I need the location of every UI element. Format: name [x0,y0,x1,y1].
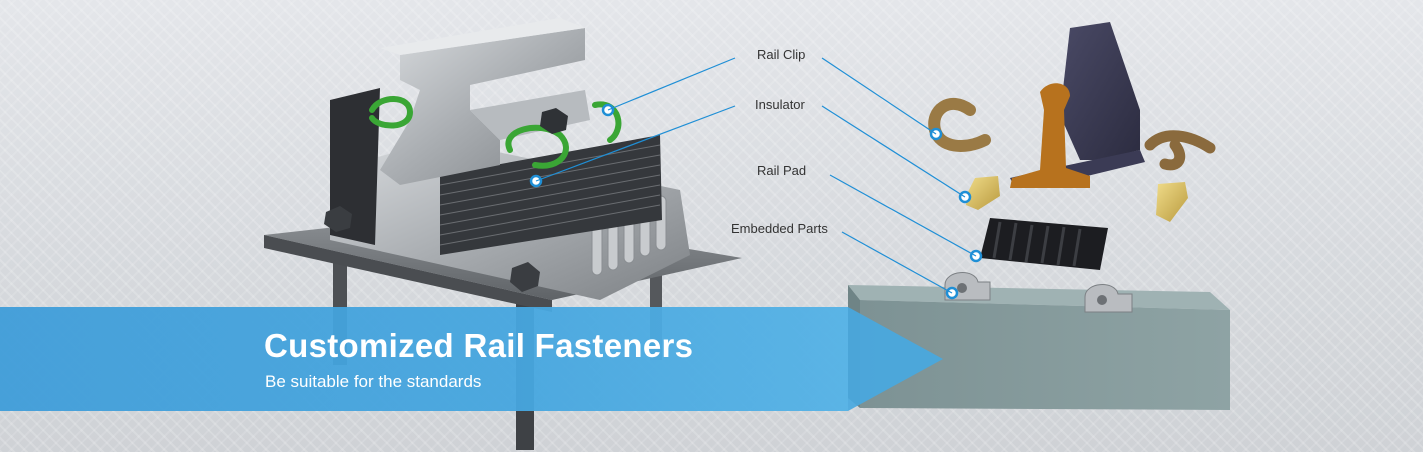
title-band-arrow [848,307,943,411]
exploded-view-illustration [848,22,1230,410]
assembled-fastener-illustration [264,18,742,450]
rail-profile [1010,22,1145,188]
title-band [0,307,848,411]
banner-title: Customized Rail Fasteners [264,327,694,364]
banner-subtitle: Be suitable for the standards [265,372,482,391]
hex-nut [324,108,568,292]
label-rail-clip: Rail Clip [757,47,806,62]
label-embedded-parts: Embedded Parts [731,221,828,236]
rail-pad [980,218,1108,270]
insulator-part [966,176,1000,210]
rail-clip-part [1144,130,1216,171]
concrete-sleeper [848,285,1230,410]
label-insulator: Insulator [755,97,805,112]
insulator-part [1156,182,1188,222]
green-rail-clip [369,96,622,169]
label-rail-pad: Rail Pad [757,163,807,178]
rail-section [380,18,590,185]
rail-clip-part [928,98,991,152]
base-plate-edge [264,235,552,312]
leader-lines-right [821,57,977,294]
leader-lines-left [535,57,736,182]
